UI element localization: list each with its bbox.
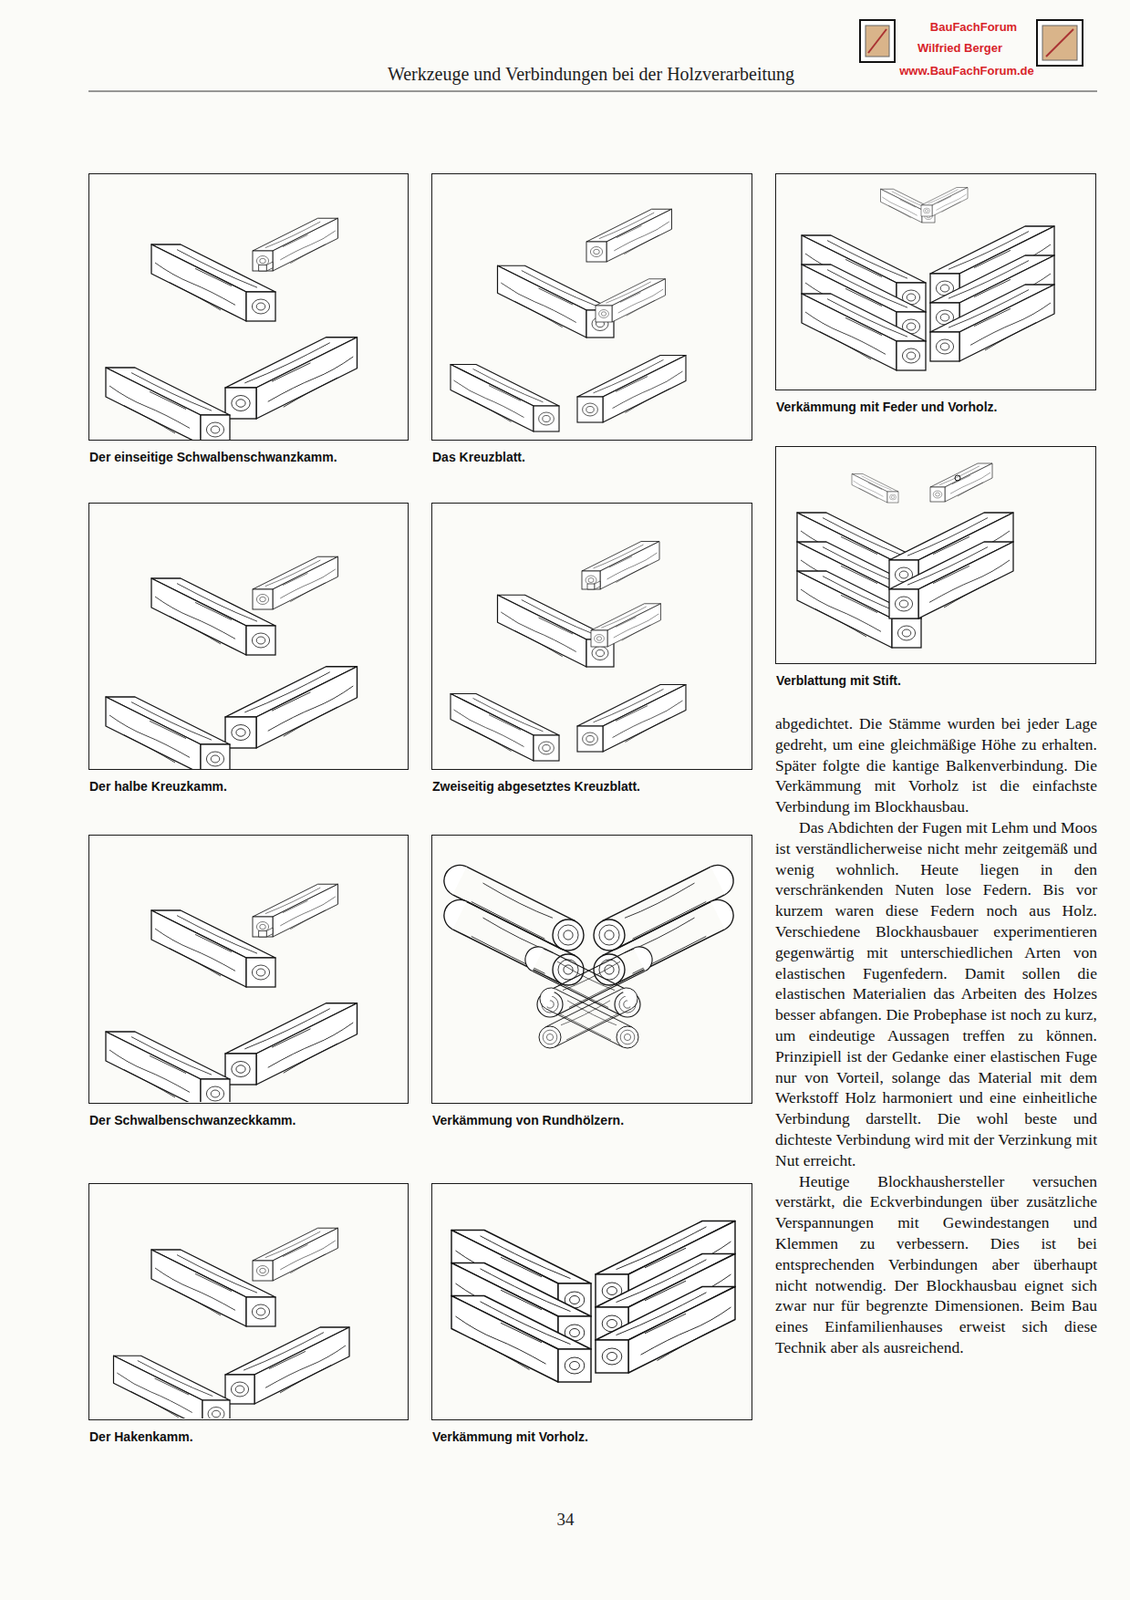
drawing-part [577, 355, 686, 424]
drawing-part [105, 1031, 230, 1102]
drawing-part [1036, 20, 1083, 66]
drawing-part [252, 556, 339, 610]
drawing-part [581, 541, 660, 591]
drawing-part [954, 475, 961, 481]
drawing-part [587, 580, 601, 590]
drawing-part [593, 899, 734, 985]
drawing-part [225, 1326, 350, 1404]
figure-caption: Der Schwalbenschwanzeckkamm. [89, 1112, 296, 1128]
figure-panel: Verblattung mit Stift. [775, 445, 1097, 664]
drawing-part [595, 279, 666, 322]
drawing-part [497, 265, 615, 338]
drawing-part [930, 284, 1055, 362]
page-header: Werkzeuge und Verbindungen bei der Holzv… [273, 63, 909, 85]
drawing-part [577, 684, 686, 753]
drawing-part [1046, 29, 1074, 57]
drawing-part [151, 578, 276, 655]
joint-illustration [451, 1221, 736, 1383]
drawing-part [444, 864, 584, 951]
figure-panel: Zweiseitig abgesetztes Kreuzblatt. [431, 502, 753, 770]
drawing-part [593, 864, 734, 951]
drawing-part [259, 927, 273, 937]
drawing-part [539, 987, 639, 1048]
logo-icon [860, 20, 1083, 66]
drawing-part [860, 20, 895, 63]
figure-panel: Der Schwalbenschwanzeckkamm. [88, 834, 409, 1104]
paragraph: abgedichtet. Die Stämme wurden bei jeder… [775, 713, 1098, 818]
drawing-part [868, 29, 887, 53]
drawing-part [151, 1249, 276, 1327]
joint-illustration [450, 541, 686, 762]
figure-panel: Der Hakenkamm. [88, 1182, 409, 1421]
figure-caption: Zweiseitig abgesetztes Kreuzblatt. [432, 778, 641, 794]
joint-illustration [444, 864, 734, 1048]
figure-caption: Das Kreuzblatt. [432, 449, 526, 465]
drawing-part [801, 293, 926, 371]
drawing-part [252, 883, 339, 937]
drawing-part [451, 1295, 591, 1383]
figure-panel: Verkämmung mit Vorholz. [431, 1182, 753, 1421]
drawing-part [586, 208, 673, 262]
drawing-part [114, 1355, 231, 1419]
drawing-part [252, 217, 339, 271]
drawing-part [930, 463, 993, 502]
drawing-part [450, 694, 560, 762]
joint-illustration [797, 463, 1014, 648]
figure-caption: Der Hakenkamm. [89, 1429, 194, 1444]
drawing-part [450, 364, 560, 433]
drawing-part [851, 474, 899, 504]
joint-illustration [105, 556, 358, 770]
joint-illustration [450, 208, 686, 432]
figure-panel: Der halbe Kreuzkamm. [88, 502, 409, 770]
figure-caption: Verkämmung mit Feder und Vorholz. [776, 399, 997, 415]
drawing-part [151, 910, 276, 987]
body-text: abgedichtet. Die Stämme wurden bei jeder… [775, 713, 1098, 1359]
figure-caption: Der halbe Kreuzkamm. [89, 778, 228, 794]
joint-illustration [801, 187, 1055, 372]
drawing-part [889, 541, 1014, 619]
figure-panel: Das Kreuzblatt. [431, 173, 753, 441]
drawing-part [444, 899, 584, 985]
drawing-part [595, 1286, 736, 1374]
drawing-part [105, 367, 230, 441]
paragraph: Das Abdichten der Fugen mit Lehm und Moo… [775, 817, 1098, 1172]
figure-panel: Verkämmung mit Feder und Vorholz. [775, 173, 1097, 391]
drawing-part [225, 337, 358, 419]
figure-caption: Verkämmung mit Vorholz. [432, 1429, 589, 1444]
paragraph: Heutige Blockhaushersteller versuchen ve… [775, 1171, 1098, 1359]
drawing-part [225, 666, 358, 748]
figure-caption: Verblattung mit Stift. [776, 673, 902, 688]
drawing-part [865, 25, 890, 57]
drawing-part [151, 244, 276, 322]
figure-panel: Der einseitige Schwalbenschwanzkamm. [88, 173, 409, 441]
joint-illustration [105, 217, 358, 441]
figure-panel: Verkämmung von Rundhölzern. [431, 834, 753, 1104]
drawing-part [1042, 25, 1078, 61]
drawing-part [590, 603, 662, 647]
page-number: 34 [547, 1509, 584, 1530]
figure-caption: Der einseitige Schwalbenschwanzkamm. [89, 449, 338, 465]
watermark-text: BauFachForum [889, 20, 1058, 34]
joint-illustration [105, 883, 358, 1102]
drawing-part [225, 1003, 358, 1085]
header-rule [88, 91, 1098, 93]
drawing-part [921, 187, 968, 218]
drawing-part [539, 987, 638, 1048]
joint-illustration [114, 1227, 351, 1419]
drawing-part [105, 696, 230, 770]
drawing-part [252, 1227, 339, 1281]
watermark-text: Wilfried Berger [875, 41, 1045, 55]
figure-caption: Verkämmung von Rundhölzern. [432, 1112, 624, 1128]
watermark-text: www.BauFachForum.de [866, 63, 1068, 78]
drawing-part [259, 261, 273, 271]
